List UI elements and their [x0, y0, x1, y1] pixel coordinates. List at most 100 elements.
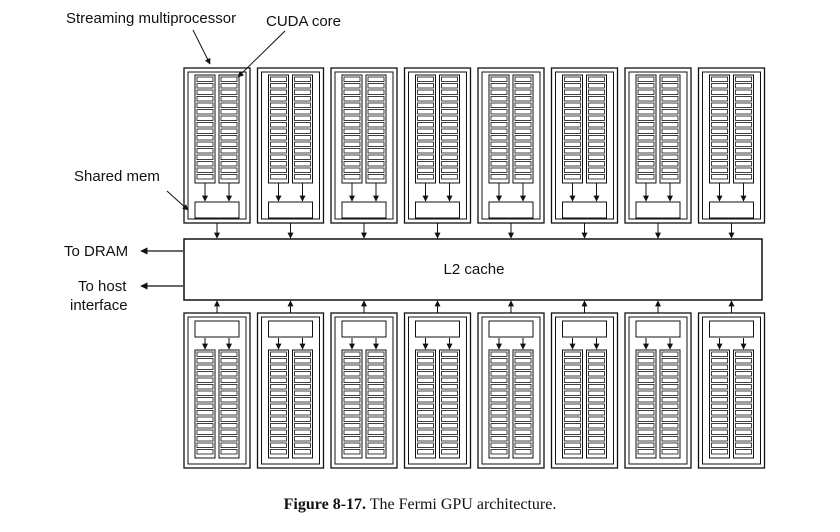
cuda-core [441, 410, 458, 416]
cuda-core [196, 358, 214, 364]
cuda-core [196, 83, 214, 89]
cuda-core [343, 449, 361, 455]
cuda-core [735, 364, 752, 370]
cuda-core [343, 174, 361, 180]
cuda-core [294, 351, 311, 357]
cuda-core [343, 115, 361, 121]
cuda-core [588, 174, 605, 180]
cuda-core [564, 167, 581, 173]
cuda-core [417, 154, 434, 160]
cuda-core [490, 122, 508, 128]
streaming-multiprocessor [550, 312, 619, 469]
cuda-core [441, 449, 458, 455]
cuda-core [294, 122, 311, 128]
cuda-core [514, 423, 532, 429]
cuda-core [564, 436, 581, 442]
cuda-core [220, 436, 238, 442]
cuda-core [735, 83, 752, 89]
cuda-core [711, 449, 728, 455]
cuda-core [441, 141, 458, 147]
cuda-core [417, 128, 434, 134]
cuda-core [711, 167, 728, 173]
cuda-core [735, 429, 752, 435]
cuda-core [417, 429, 434, 435]
cuda-core [343, 371, 361, 377]
cuda-core [514, 429, 532, 435]
cuda-core [417, 410, 434, 416]
cuda-core [514, 174, 532, 180]
cuda-core [294, 135, 311, 141]
cuda-core [564, 449, 581, 455]
cuda-core [711, 351, 728, 357]
cuda-core [564, 122, 581, 128]
cuda-core [196, 390, 214, 396]
streaming-multiprocessor [697, 67, 766, 224]
cuda-core [564, 154, 581, 160]
cuda-core [441, 89, 458, 95]
cuda-core [564, 96, 581, 102]
cuda-core [270, 436, 287, 442]
cuda-core [637, 397, 655, 403]
cuda-core [294, 141, 311, 147]
cuda-core [637, 384, 655, 390]
cuda-core [441, 429, 458, 435]
cuda-core [661, 161, 679, 167]
cuda-core [417, 174, 434, 180]
cuda-core [735, 416, 752, 422]
cuda-core [367, 442, 385, 448]
cuda-core [637, 122, 655, 128]
cuda-core [661, 423, 679, 429]
cuda-core [564, 442, 581, 448]
cuda-core [196, 371, 214, 377]
cuda-core [588, 397, 605, 403]
cuda-core [564, 397, 581, 403]
cuda-core [588, 449, 605, 455]
cuda-core [637, 390, 655, 396]
cuda-core [196, 174, 214, 180]
cuda-core [220, 351, 238, 357]
cuda-core [417, 442, 434, 448]
cuda-core [270, 351, 287, 357]
sm-row-bottom [183, 312, 766, 469]
cuda-core [220, 161, 238, 167]
cuda-core [661, 403, 679, 409]
cuda-core [514, 416, 532, 422]
cuda-core [564, 358, 581, 364]
cuda-core [564, 174, 581, 180]
cuda-core [417, 161, 434, 167]
cuda-core [514, 371, 532, 377]
cuda-core [441, 423, 458, 429]
cuda-core [490, 371, 508, 377]
cuda-core [588, 154, 605, 160]
l2-cache-box [183, 238, 763, 301]
cuda-core [514, 154, 532, 160]
cuda-core [711, 390, 728, 396]
cuda-core [564, 377, 581, 383]
cuda-core [367, 423, 385, 429]
cuda-core [294, 174, 311, 180]
caption-text: The Fermi GPU architecture. [369, 496, 557, 513]
cuda-core [711, 423, 728, 429]
cuda-core [294, 397, 311, 403]
cuda-core [417, 403, 434, 409]
cuda-core [637, 377, 655, 383]
cuda-core [711, 89, 728, 95]
cuda-core [711, 371, 728, 377]
cuda-core [367, 371, 385, 377]
streaming-multiprocessor [183, 67, 251, 224]
cuda-core [490, 416, 508, 422]
cuda-core [661, 141, 679, 147]
cuda-core [711, 377, 728, 383]
cuda-core [735, 449, 752, 455]
cuda-core [735, 403, 752, 409]
cuda-core [441, 390, 458, 396]
cuda-core [735, 122, 752, 128]
cuda-core [294, 371, 311, 377]
sm-pointer-arrow [192, 29, 211, 65]
cuda-core [417, 115, 434, 121]
cuda-core [417, 141, 434, 147]
to-host-label: To host [78, 278, 127, 295]
cuda-core [196, 109, 214, 115]
cuda-core [661, 102, 679, 108]
cuda-core [417, 122, 434, 128]
